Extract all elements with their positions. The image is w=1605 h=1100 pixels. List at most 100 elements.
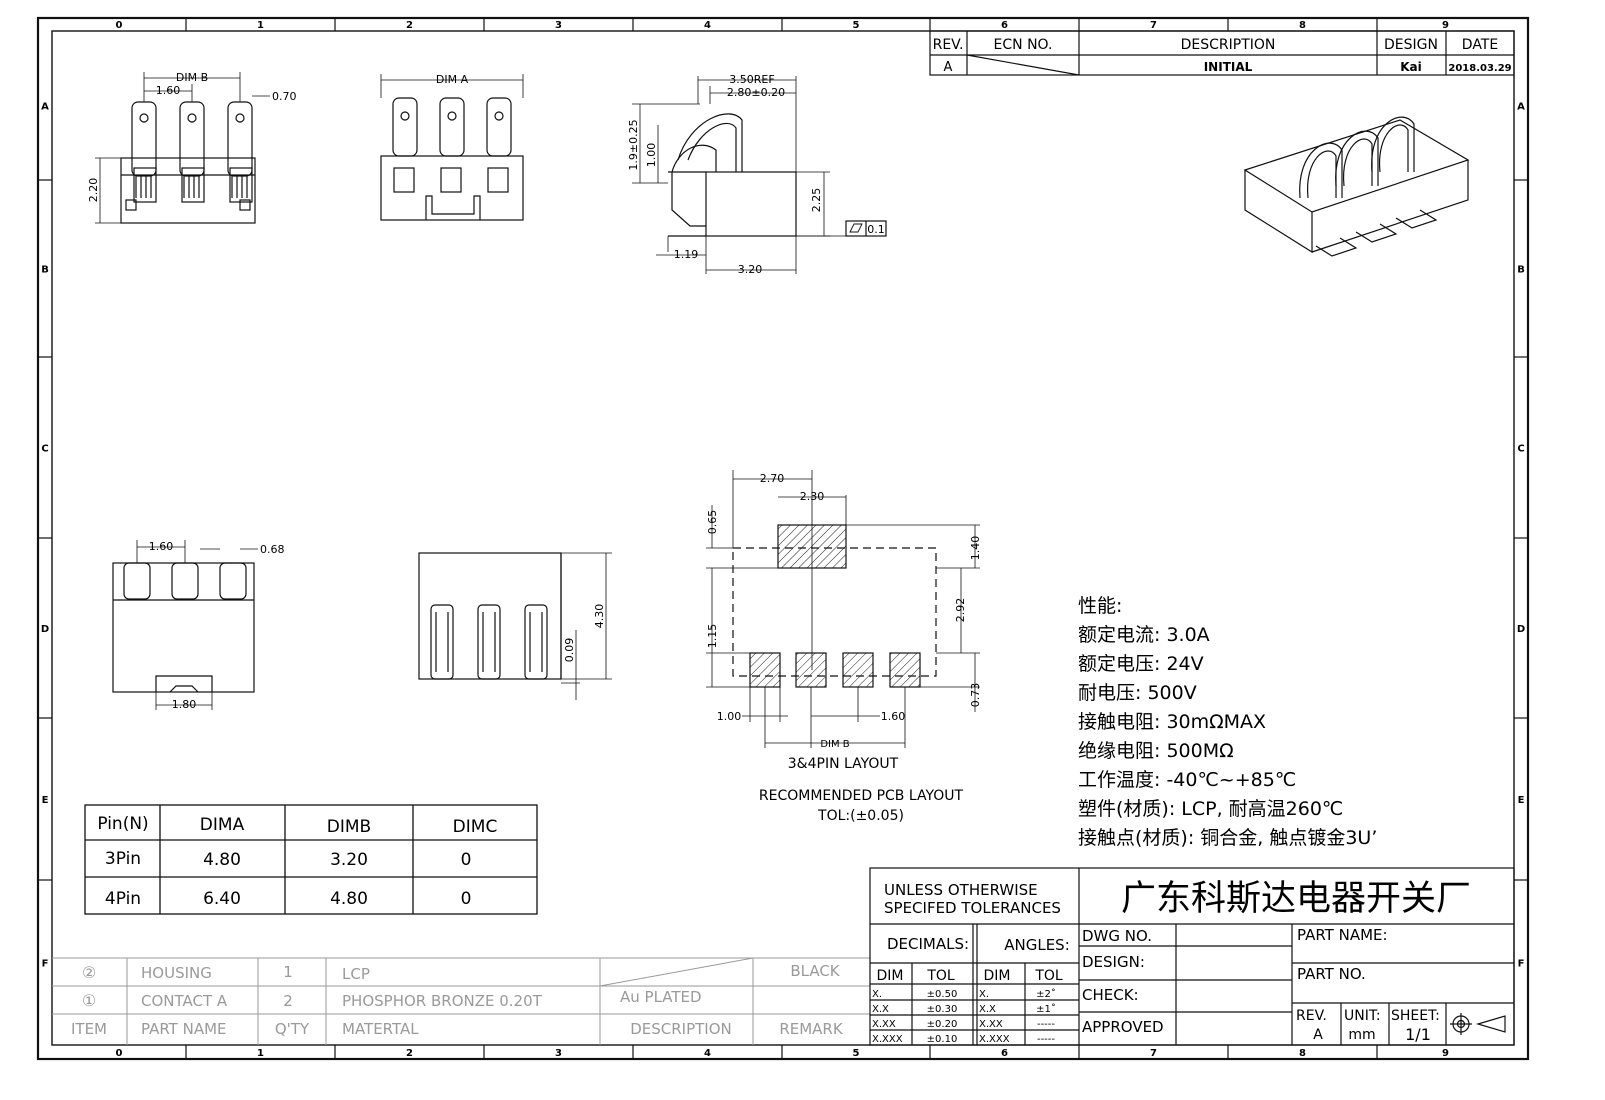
spec-rated-voltage: 额定电压: 24V: [1078, 653, 1204, 675]
zone-row-label: A: [41, 102, 49, 113]
pcb-dim-0-73: 0.73: [969, 683, 982, 708]
title-block: UNLESS OTHERWISE SPECIFED TOLERANCES 广东科…: [869, 867, 1515, 1046]
dim-2-80: 2.80±0.20: [727, 86, 785, 99]
dim-2-20: 2.20: [87, 178, 100, 203]
pin-header-dimb: DIMB: [327, 817, 371, 837]
pcb-dim-b: DIM B: [820, 739, 849, 750]
pcb-layout-title: RECOMMENDED PCB LAYOUT: [759, 788, 964, 804]
part-no-label: PART NO.: [1297, 965, 1366, 983]
zone-column-label: 5: [853, 20, 860, 31]
pin-row1-dima: 4.80: [203, 850, 241, 870]
bom-item-1: ①: [82, 991, 96, 1010]
dec-tol-3: ±0.10: [927, 1034, 958, 1045]
pcb-dim-1-15: 1.15: [706, 624, 719, 649]
dim-0-70: 0.70: [272, 90, 297, 103]
zone-row-label: E: [1518, 795, 1525, 806]
pcb-dim-2-92: 2.92: [954, 598, 967, 623]
zone-column-label: 6: [1001, 1048, 1008, 1059]
projection-symbol-icon: [1450, 1013, 1506, 1035]
tolerance-note: TOL:(±0.05): [817, 808, 904, 824]
bottom-view: [112, 540, 258, 710]
side-view-profile: [632, 76, 887, 274]
bill-of-materials: ② HOUSING 1 LCP BLACK ① CONTACT A 2 PHOS…: [52, 957, 870, 1045]
pcb-dim-0-65: 0.65: [706, 510, 719, 535]
zone-column-label: 3: [555, 20, 562, 31]
approved-label: APPROVED: [1082, 1018, 1164, 1036]
pcb-dim-1-00: 1.00: [717, 710, 742, 723]
tolerance-note-1: UNLESS OTHERWISE: [884, 881, 1038, 899]
bom-name-housing: HOUSING: [141, 964, 212, 982]
zone-column-label: 2: [406, 1048, 413, 1059]
zone-row-label: B: [1517, 265, 1525, 276]
spec-housing-material: 塑件(材质): LCP, 耐高温260℃: [1078, 798, 1343, 820]
decimals-label: DECIMALS:: [887, 935, 969, 953]
unit-value: mm: [1348, 1027, 1375, 1043]
date-value: 2018.03.29: [1448, 63, 1511, 74]
bom-name-contact: CONTACT A: [141, 992, 228, 1010]
pin-header-dimc: DIMC: [453, 817, 498, 837]
ang-dim-1: X.X: [979, 1004, 996, 1015]
spec-operating-temp: 工作温度: -40℃~+85℃: [1078, 769, 1296, 791]
zone-row-label: B: [41, 265, 49, 276]
zone-row-label: F: [1518, 959, 1525, 970]
layout-title: 3&4PIN LAYOUT: [788, 756, 899, 772]
dim-1-19: 1.19: [674, 248, 699, 261]
angles-dim-header: DIM: [984, 968, 1011, 984]
rev-header: REV.: [933, 37, 964, 53]
pin-header-dima: DIMA: [200, 815, 245, 835]
zone-column-label: 4: [704, 1048, 711, 1059]
bom-remark-black: BLACK: [790, 962, 840, 980]
dec-dim-2: X.XX: [872, 1019, 896, 1030]
dim-3-20: 3.20: [738, 263, 763, 276]
pin-header-n: Pin(N): [97, 814, 148, 834]
ang-tol-2: -----: [1037, 1019, 1055, 1030]
pcb-dim-2-70: 2.70: [760, 472, 785, 485]
bom-header-description: DESCRIPTION: [630, 1020, 732, 1038]
bom-qty-contact: 2: [283, 992, 293, 1010]
design-label: DESIGN:: [1082, 953, 1145, 971]
company-name: 广东科斯达电器开关厂: [1121, 879, 1471, 919]
rev-value: A: [944, 60, 953, 75]
dim-1-60-bottom: 1.60: [149, 540, 174, 553]
ang-tol-0: ±2˚: [1036, 988, 1056, 1000]
zone-row-label: F: [42, 959, 49, 970]
decimals-tol-header: TOL: [926, 968, 955, 984]
zone-column-label: 1: [257, 1048, 264, 1059]
bom-desc-au-plated: Au PLATED: [620, 988, 702, 1006]
zone-row-label: D: [41, 624, 49, 635]
zone-column-label: 7: [1150, 20, 1157, 31]
bom-header-material: MATERTAL: [342, 1020, 419, 1038]
bom-header-remark: REMARK: [779, 1020, 844, 1038]
spec-contact-material: 接触点(材质): 铜合金, 触点镀金3U’: [1078, 827, 1377, 849]
zone-row-label: E: [42, 795, 49, 806]
part-name-label: PART NAME:: [1297, 926, 1388, 944]
dim-a-label: DIM A: [436, 73, 469, 86]
ang-tol-3: -----: [1037, 1034, 1055, 1045]
check-label: CHECK:: [1082, 986, 1139, 1004]
sheet-value: 1/1: [1405, 1025, 1431, 1044]
pin-row1-dimb: 3.20: [330, 850, 368, 870]
rev-label: REV.: [1296, 1008, 1327, 1024]
performance-specs: 性能: 额定电流: 3.0A 额定电压: 24V 耐电压: 500V 接触电阻:…: [1078, 595, 1377, 849]
design-value: Kai: [1400, 60, 1422, 74]
zone-column-label: 4: [704, 20, 711, 31]
angles-tol-header: TOL: [1034, 968, 1063, 984]
dec-dim-1: X.X: [872, 1004, 889, 1015]
bom-header-qty: Q'TY: [275, 1020, 310, 1038]
bom-header-item: ITEM: [71, 1020, 107, 1038]
ang-dim-2: X.XX: [979, 1019, 1003, 1030]
description-value: INITIAL: [1204, 60, 1253, 74]
dim-2-25: 2.25: [810, 188, 823, 213]
spec-insulation-resistance: 绝缘电阻: 500MΩ: [1078, 740, 1234, 762]
dim-3-50-ref: 3.50REF: [729, 73, 774, 86]
specs-heading: 性能:: [1078, 595, 1122, 617]
isometric-view: [1243, 116, 1470, 257]
dec-dim-3: X.XXX: [872, 1034, 903, 1045]
dwg-no-label: DWG NO.: [1082, 927, 1152, 945]
zone-column-label: 0: [116, 20, 123, 31]
pcb-dim-1-40: 1.40: [969, 536, 982, 561]
ang-dim-0: X.: [979, 989, 989, 1000]
bom-material-lcp: LCP: [342, 965, 370, 983]
unit-label: UNIT:: [1344, 1008, 1381, 1024]
